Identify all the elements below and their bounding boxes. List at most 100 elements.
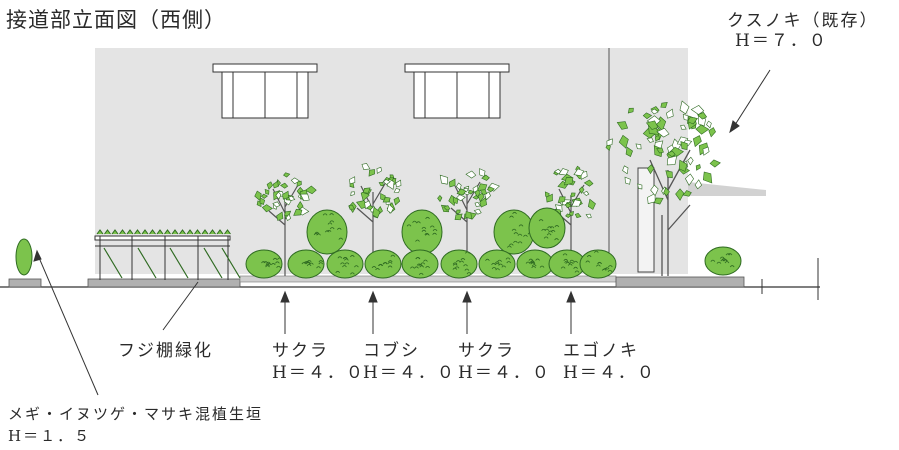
leaf [635,143,642,150]
leaf [455,209,461,215]
leaf [439,174,448,185]
leaf [582,191,590,196]
label-sakura2-name: サクラ [458,341,515,361]
leaf [479,189,488,195]
arrow-up-icon [729,120,740,134]
leaf [583,179,594,187]
arrow-up-icon [462,290,472,303]
leaf [364,200,371,210]
leaf [259,197,266,205]
deciduous-tree [544,165,596,276]
label-kobushi-height: H＝４．０ [363,363,456,383]
leaf [624,176,631,185]
leaf [361,163,371,170]
vine [137,247,157,279]
leaf [573,168,585,177]
leaf [650,108,659,115]
leaf [486,186,495,193]
leaf [663,187,670,197]
fuji-pergola [94,229,241,280]
leaf [280,182,289,189]
leaf [465,211,473,220]
leaf [456,194,466,202]
leaf [627,107,634,114]
leaf [618,134,629,149]
leaf [558,168,569,176]
leaf [696,112,708,120]
arrow-up-icon [368,290,378,303]
vine [103,247,123,279]
leaf [474,202,481,207]
leaf [546,193,553,203]
leaf [702,171,713,184]
leaf [654,135,660,142]
leaf [665,170,673,179]
leaf [395,179,402,188]
deciduous-tree [254,172,317,276]
leaf [443,205,451,211]
vine [203,247,223,279]
leaf [680,124,687,130]
leaf [382,196,391,203]
leaf [266,181,273,190]
leaf [574,212,582,218]
leaf [467,189,475,195]
leaf [708,127,716,138]
leaf [666,155,678,166]
leaf [637,183,643,190]
topiary-tree [493,209,535,255]
window-right [404,63,510,119]
deciduous-tree [348,163,402,276]
gate-post [637,167,655,273]
label-egonoki-height: H＝４．０ [563,363,656,383]
leaf [285,213,292,222]
leaf [695,124,710,135]
leaf [350,191,355,197]
leaf [587,198,596,210]
leaf [692,135,702,148]
leaf [382,179,391,185]
leaf [682,190,692,197]
leaf [570,192,576,198]
leaf [557,196,566,203]
leaf [386,203,394,214]
shrub [493,209,535,255]
leaf [565,213,572,219]
leaf [687,116,699,125]
label-sakura1-name: サクラ [272,341,329,361]
kusunoki-tree [605,100,721,276]
leaf [275,191,282,200]
leaf [376,166,382,174]
leaf [296,180,302,188]
hedge-specimen [15,238,33,276]
label-kusunoki-height: H＝７．０ [735,31,828,51]
leaf [585,213,592,219]
leaf [666,150,676,158]
deciduous-tree [437,168,500,276]
leaf [666,108,674,119]
shrub-row [15,238,742,279]
arrow-up-icon [33,249,42,262]
leaf [393,188,401,193]
vine [169,247,189,279]
leaf [616,121,629,130]
leaf [687,156,694,166]
tree-group [254,100,721,276]
tree-trunk [356,181,387,276]
leaf [706,120,712,129]
leaf [709,159,721,168]
tree-trunk [268,184,299,276]
leaf [272,180,279,189]
leaf [349,176,356,185]
leaf [282,190,289,200]
leaf [296,201,304,211]
leaf [645,120,659,130]
leaf [465,170,477,179]
label-hedge-name: メギ・イヌツゲ・マサキ混植生垣 [8,405,263,423]
leaf [437,195,443,203]
leaf [454,213,463,221]
shrub [287,249,325,279]
leaf [254,190,262,201]
arrow-up-icon [280,290,290,303]
